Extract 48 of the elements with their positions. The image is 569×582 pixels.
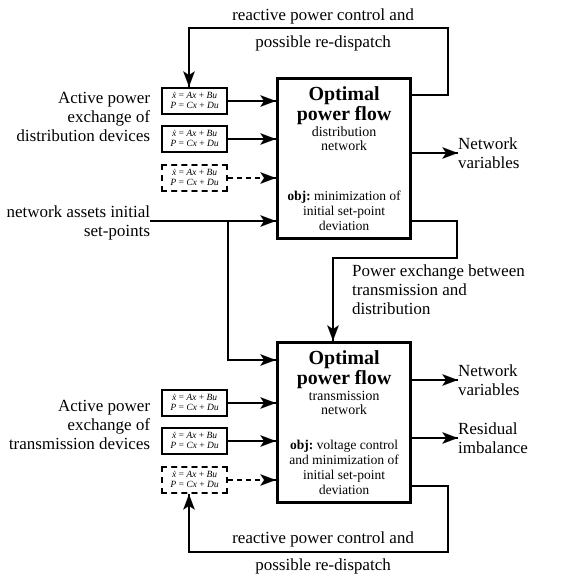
state-space-box	[161, 427, 228, 455]
group-label: Active power exchange of distribution devices	[15, 88, 150, 145]
equation: P = Cx + Du	[170, 403, 219, 413]
state-space-box	[161, 87, 228, 115]
arrow	[228, 435, 276, 447]
arrow	[228, 474, 276, 486]
box-subtitle: distribution network	[310, 126, 378, 154]
arrow	[228, 172, 276, 184]
edge-label: Power exchange between transmission and distribution	[352, 261, 526, 318]
group-label: Active power exchange of transmission devices	[8, 396, 150, 453]
arrow	[228, 397, 276, 409]
equation: ẋ = Ax + Bu	[172, 470, 218, 480]
state-space-box	[161, 389, 228, 417]
equation: ẋ = Ax + Bu	[172, 129, 218, 139]
equation: ẋ = Ax + Bu	[172, 431, 218, 441]
equation: ẋ = Ax + Bu	[172, 168, 218, 178]
equation: P = Cx + Du	[170, 178, 219, 188]
equation: ẋ = Ax + Bu	[172, 393, 218, 403]
arrow	[228, 133, 276, 145]
equation: P = Cx + Du	[170, 441, 219, 451]
io-text: Network variables	[458, 130, 562, 176]
arrow	[150, 220, 276, 366]
state-space-box	[161, 125, 228, 153]
process-box	[276, 341, 412, 504]
io-text: Network variables	[458, 357, 562, 403]
arrow	[183, 27, 449, 96]
io-text: Residual imbalance	[458, 415, 566, 461]
edge-label: reactive power control and possible re-dispatch	[231, 4, 415, 53]
arrow	[327, 220, 458, 341]
box-title: Optimal power flow	[296, 84, 392, 124]
arrow	[228, 95, 276, 107]
box-subtitle: transmission network	[308, 390, 380, 418]
equation: ẋ = Ax + Bu	[172, 91, 218, 101]
arrow	[412, 432, 458, 444]
state-space-box	[161, 466, 228, 494]
edge-label: reactive power control and possible re-dispatch	[231, 527, 415, 576]
equation: P = Cx + Du	[170, 101, 219, 111]
box-title: Optimal power flow	[296, 348, 392, 388]
arrow	[412, 147, 458, 159]
objective-text: obj: voltage control and minimization of initial set-point deviation	[288, 437, 400, 497]
arrow	[183, 485, 449, 553]
state-space-box	[161, 164, 228, 192]
equation: P = Cx + Du	[170, 139, 219, 149]
process-box	[276, 77, 412, 240]
equation: P = Cx + Du	[170, 480, 219, 490]
io-text: network assets initial set-points	[6, 201, 150, 241]
objective-text: obj: minimization of initial set-point deviation	[286, 188, 402, 233]
arrow	[412, 374, 458, 386]
